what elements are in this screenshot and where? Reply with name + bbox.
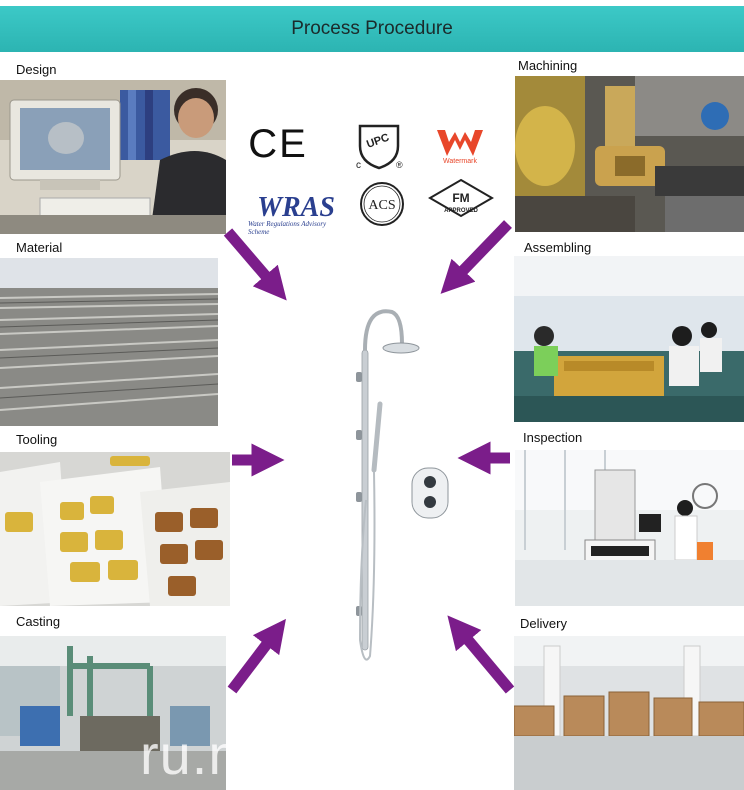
header-banner: Process Procedure [0, 6, 744, 52]
shower-system [356, 309, 449, 661]
watermark-logo: Watermark [430, 124, 490, 168]
label-material: Material [16, 240, 63, 255]
arrow-delivery [447, 615, 515, 694]
fm-text: FM [452, 191, 469, 205]
ce-logo: CE [248, 121, 308, 166]
page-title: Process Procedure [291, 18, 453, 39]
fm-approved-text: APPROVED [444, 208, 478, 214]
casting-photo [0, 636, 226, 790]
material-photo [0, 258, 218, 426]
site-watermark: ru.m ub.com [140, 723, 463, 786]
design-photo [0, 80, 226, 234]
machining-photo [515, 76, 744, 232]
label-delivery: Delivery [520, 616, 567, 631]
delivery-photo [514, 636, 744, 790]
arrow-machining [440, 220, 512, 294]
fm-logo: FM APPROVED [428, 178, 494, 220]
arrow-casting [227, 618, 286, 694]
wras-logo: WRAS Water Regulations Advisory Scheme [244, 186, 348, 236]
label-tooling: Tooling [16, 432, 58, 447]
label-machining: Machining [518, 58, 578, 73]
inspection-photo [515, 450, 744, 606]
acs-logo: ACS [358, 180, 406, 228]
label-casting: Casting [16, 614, 61, 629]
arrow-design [223, 228, 287, 301]
wras-text: WRAS [257, 192, 335, 223]
label-assembling: Assembling [524, 240, 592, 255]
label-inspection: Inspection [523, 430, 583, 445]
svg-text:®: ® [396, 160, 403, 170]
svg-text:c: c [356, 160, 361, 171]
upc-logo: UPC c ® [352, 122, 406, 172]
acs-text: ACS [368, 198, 395, 213]
label-design: Design [16, 62, 57, 77]
watermark-logo-text: Watermark [443, 157, 477, 165]
wras-tagline: Water Regulations Advisory Scheme [248, 220, 327, 236]
assembling-photo [514, 256, 744, 422]
tooling-photo [0, 452, 230, 606]
